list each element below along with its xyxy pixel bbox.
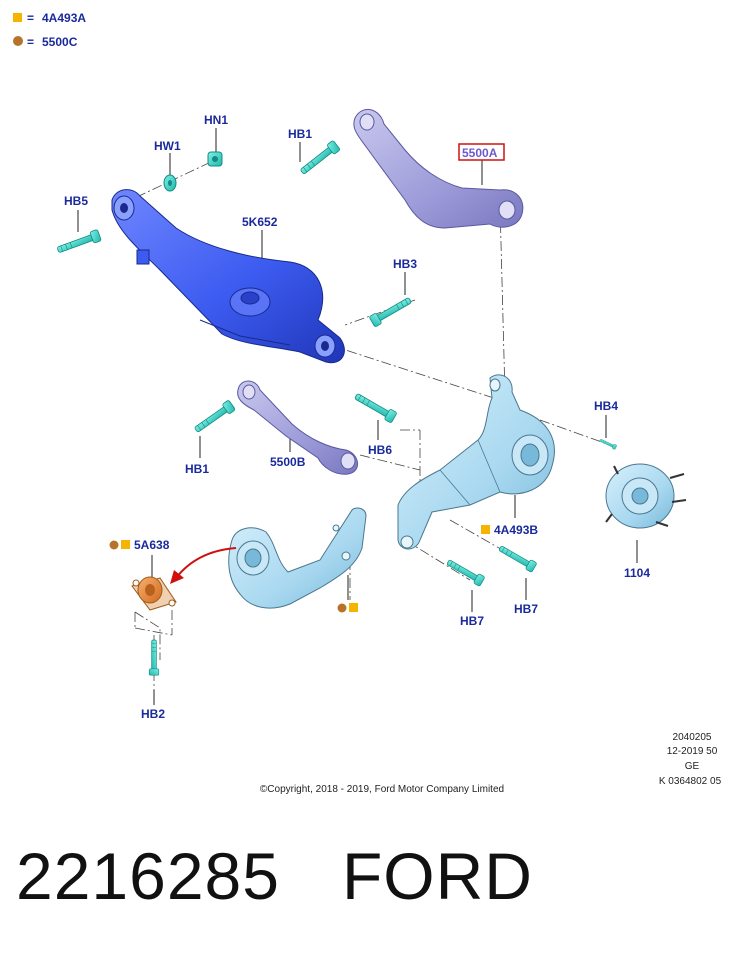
nut-hn1 [207, 151, 223, 167]
info-line-1: 2040205 [673, 732, 712, 743]
bolt-hb2 [148, 639, 160, 676]
label-5a638: 5A638 [134, 538, 170, 552]
label-5500a: 5500A [462, 146, 498, 160]
brand-name: FORD [341, 839, 533, 913]
bolt-hb7-left [444, 556, 486, 587]
bushing-callout-arrow [175, 547, 237, 579]
legend-item-4a493a: 4A493A [42, 11, 86, 25]
highlight-box-5500a [458, 143, 505, 161]
label-hb1-top: HB1 [288, 127, 312, 141]
copyright-notice: ©Copyright, 2018 - 2019, Ford Motor Comp… [260, 784, 504, 795]
circle-marker-trailing-arm [337, 603, 347, 613]
label-1104: 1104 [624, 566, 650, 580]
bushing-5a638 [131, 576, 177, 611]
label-hn1: HN1 [204, 113, 228, 127]
legend-item-5500c: 5500C [42, 35, 78, 49]
bolt-hb1-mid [192, 399, 236, 436]
knuckle-4a493b [397, 374, 555, 550]
label-hb7-left: HB7 [460, 614, 484, 628]
footer-caption: 2216285 FORD [16, 838, 533, 914]
label-hb7-right: HB7 [514, 602, 538, 616]
label-hb3: HB3 [393, 257, 417, 271]
info-line-4: K 0364802 05 [659, 776, 722, 787]
legend-equals: = [27, 35, 34, 49]
info-line-2: 12-2019 50 [667, 746, 718, 757]
bolt-hb3 [368, 294, 414, 328]
label-hb4: HB4 [594, 399, 618, 413]
legend-circle-symbol [13, 36, 23, 46]
label-hb2: HB2 [141, 707, 165, 721]
info-line-3: GE [685, 761, 700, 772]
label-hw1: HW1 [154, 139, 181, 153]
washer-hw1 [163, 174, 177, 192]
upper-control-arm-5500a [353, 109, 524, 229]
label-5k652: 5K652 [242, 215, 278, 229]
bolt-hb7-right [496, 542, 538, 573]
part-number: 2216285 [16, 839, 280, 913]
legend-equals: = [27, 11, 34, 25]
arrow-head [170, 570, 184, 584]
legend: = 4A493A = 5500C [13, 11, 86, 49]
leader-lines [77, 128, 638, 705]
bolt-hb6 [352, 390, 398, 424]
bolt-hb4 [598, 437, 618, 450]
label-hb6: HB6 [368, 443, 392, 457]
diagram-info-block: 2040205 12-2019 50 GE K 0364802 05 [659, 732, 722, 787]
label-hb1-mid: HB1 [185, 462, 209, 476]
bolt-hb1-top [297, 139, 341, 178]
label-hb5: HB5 [64, 194, 88, 208]
lower-control-arm-5k652 [111, 189, 345, 364]
part-labels: HN1 HW1 HB5 5K652 HB1 5500A HB3 HB1 5500… [64, 113, 650, 721]
square-marker-5a638 [121, 540, 130, 549]
label-5500b: 5500B [270, 455, 306, 469]
label-4a493b: 4A493B [494, 523, 538, 537]
bolt-hb5 [55, 228, 102, 257]
toe-link-5500b [237, 380, 358, 475]
wheel-hub-1104 [605, 463, 687, 529]
square-marker-4a493b [481, 525, 490, 534]
legend-square-symbol [13, 13, 22, 22]
square-marker-trailing-arm [349, 603, 358, 612]
circle-marker-5a638 [109, 540, 119, 550]
trailing-arm [228, 507, 367, 609]
